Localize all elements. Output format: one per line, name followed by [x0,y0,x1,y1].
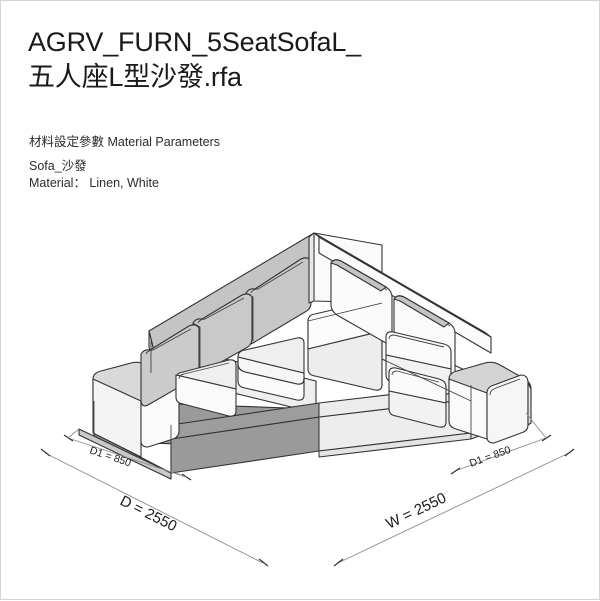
left-back-cushions [140,257,312,407]
component-name: Sofa_沙發 [29,159,87,173]
left-seat-cushions [175,337,305,417]
dimension-w: W = 2550 [333,448,575,567]
title-line-2: 五人座L型沙發.rfa [28,62,242,92]
page-title: AGRV_FURN_5SeatSofaL_ 五人座L型沙發.rfa [28,25,568,95]
right-seat-cushions [385,331,452,428]
material-line: Material： Linen, White [29,176,159,190]
title-line-1: AGRV_FURN_5SeatSofaL_ [28,27,361,57]
dim-label-d: D = 2550 [117,492,179,535]
right-armrest [448,361,532,444]
section-heading: 材料設定參數 Material Parameters [29,135,221,149]
material-block: Sofa_沙發 Material： Linen, White [29,158,159,192]
dim-label-d1-right: D1 = 850 [468,444,513,470]
sofa-seams [93,302,472,473]
